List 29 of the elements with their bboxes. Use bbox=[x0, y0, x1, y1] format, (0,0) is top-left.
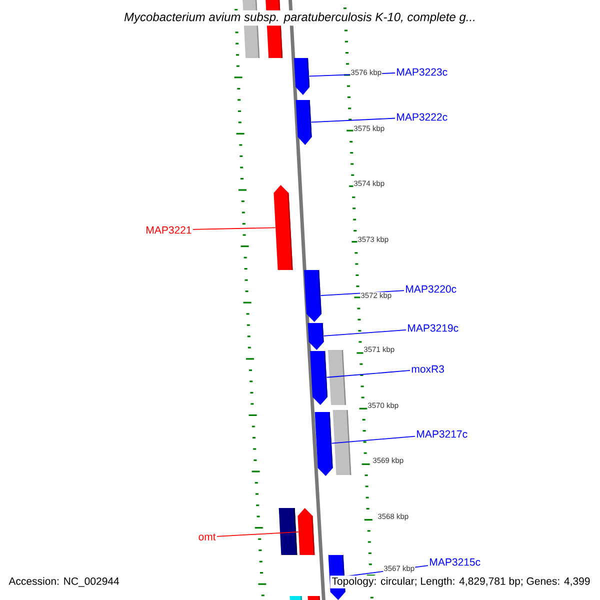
gene-block bbox=[328, 350, 346, 406]
gene-block bbox=[274, 185, 293, 270]
gene-label: MAP3220c bbox=[406, 285, 456, 293]
leader-line bbox=[331, 436, 416, 444]
gene-label: MAP3217c bbox=[417, 430, 468, 438]
gene-block bbox=[290, 596, 302, 600]
gene-label: MAP3222c bbox=[397, 113, 448, 121]
gene-label: omt bbox=[198, 534, 216, 540]
accession-text: Accession: NC_002944 bbox=[7, 576, 121, 588]
gene-block bbox=[308, 596, 320, 600]
leader-line bbox=[323, 330, 406, 336]
gene-block bbox=[298, 508, 315, 556]
leader-line bbox=[326, 370, 410, 378]
gene-label: MAP3223c bbox=[397, 68, 448, 76]
gene-block bbox=[296, 100, 312, 145]
gene-block bbox=[314, 412, 333, 476]
gene-block bbox=[332, 410, 352, 476]
gene-label: moxR3 bbox=[412, 365, 444, 373]
gene-block bbox=[278, 508, 298, 556]
genome-info-text: Topology: circular; Length: 4,829,781 bp; Genes: 4,399 bbox=[330, 576, 592, 588]
leader-line bbox=[216, 531, 299, 537]
gene-block bbox=[308, 322, 324, 350]
gene-label: MAP3219c bbox=[408, 324, 458, 332]
leader-line bbox=[192, 227, 276, 230]
map-title: Mycobacterium avium subsp. paratuberculosis K-10, complete g... bbox=[122, 10, 478, 26]
leader-line bbox=[310, 118, 396, 123]
gene-label: MAP3215c bbox=[430, 558, 480, 566]
gene-label: MAP3221 bbox=[146, 226, 192, 234]
gene-block bbox=[294, 58, 310, 95]
